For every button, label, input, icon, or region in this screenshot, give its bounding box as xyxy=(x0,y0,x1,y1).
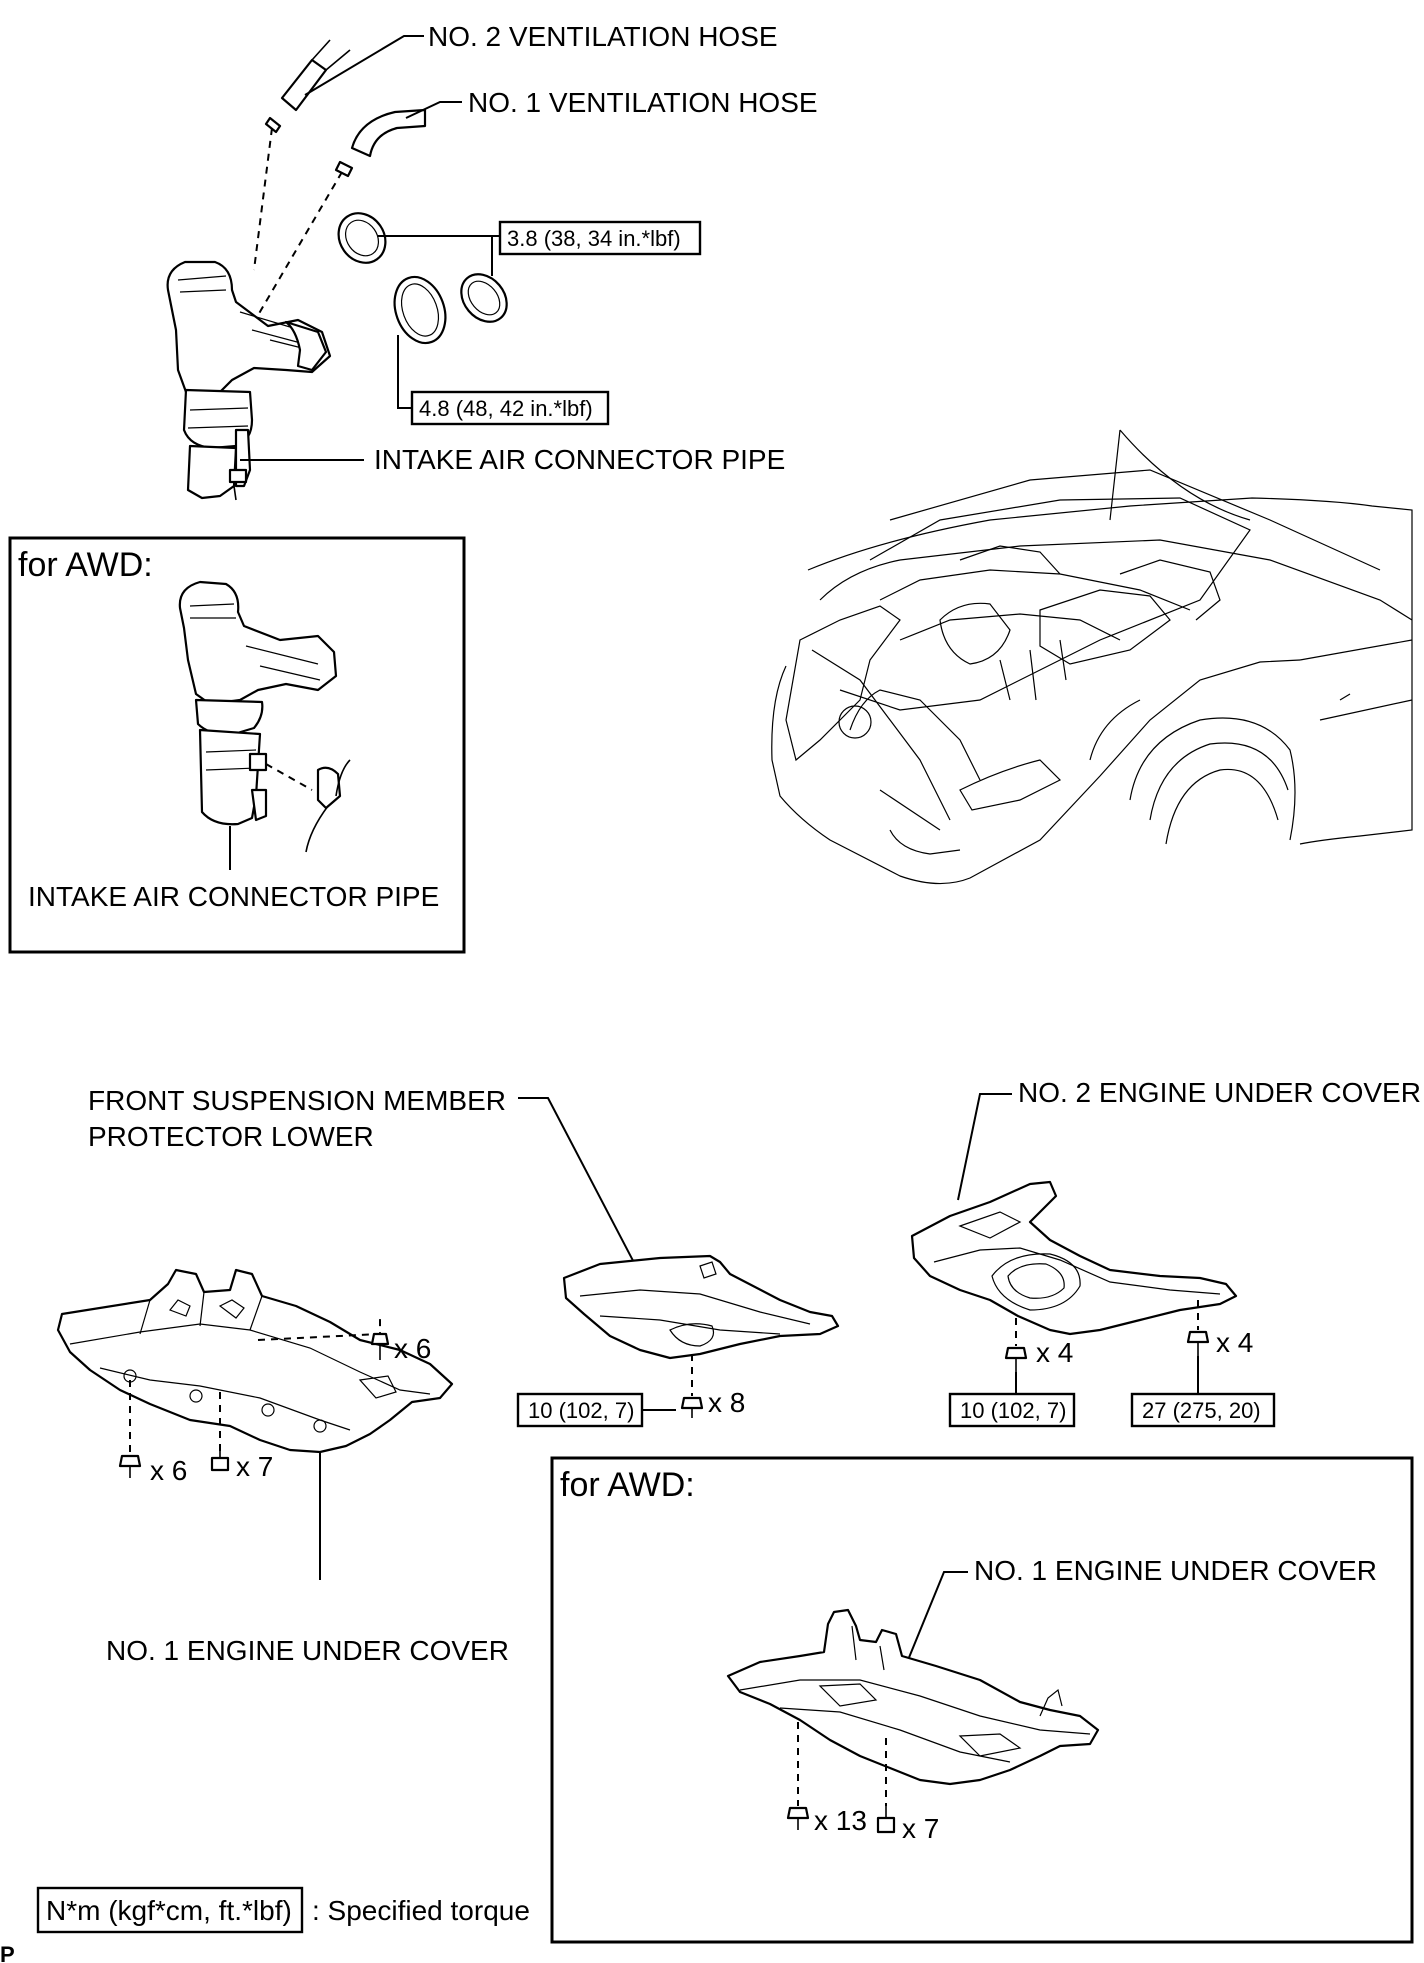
front-suspension-label-line2: PROTECTOR LOWER xyxy=(88,1121,374,1152)
bolt-icon xyxy=(1186,1330,1210,1356)
torque-box-protector xyxy=(516,1392,644,1428)
torque-box-clamp-large xyxy=(410,390,610,426)
clip-icon xyxy=(876,1806,896,1834)
bolt-icon xyxy=(680,1396,704,1418)
bolt-icon xyxy=(118,1454,142,1478)
awd-no1-engine-under-cover-leader xyxy=(907,1571,968,1661)
front-suspension-label-line1: FRONT SUSPENSION MEMBER xyxy=(88,1085,506,1116)
bolt-icon xyxy=(786,1806,810,1830)
awd-under-cover-frame xyxy=(550,1456,1414,1944)
no2-ventilation-hose-label: NO. 2 VENTILATION HOSE xyxy=(428,21,778,52)
no1-engine-under-cover xyxy=(56,1268,454,1456)
torque-no2-left: 10 (102, 7) xyxy=(960,1398,1066,1423)
awd-count-left: x 13 xyxy=(814,1805,867,1836)
no1-count-top-right: x 6 xyxy=(394,1333,431,1364)
intake-air-connector-pipe xyxy=(166,260,332,501)
awd-no1-engine-under-cover-label: NO. 1 ENGINE UNDER COVER xyxy=(974,1555,1377,1586)
no2-count-left: x 4 xyxy=(1036,1337,1073,1368)
torque-no2-right: 27 (275, 20) xyxy=(1142,1398,1261,1423)
torque-box-clamp-small xyxy=(498,220,702,256)
torque-clamp-small: 3.8 (38, 34 in.*lbf) xyxy=(507,226,681,251)
awd-count-right: x 7 xyxy=(902,1813,939,1844)
front-suspension-member-protector-lower xyxy=(562,1254,840,1396)
legend-torque-units: N*m (kgf*cm, ft.*lbf) xyxy=(46,1895,292,1926)
front-suspension-leader xyxy=(518,1097,641,1275)
awd-intake-air-connector-pipe-label: INTAKE AIR CONNECTOR PIPE xyxy=(28,881,439,912)
no1-ventilation-hose-leader xyxy=(405,101,462,119)
legend-torque-box xyxy=(36,1886,304,1934)
torque-clamp-large: 4.8 (48, 42 in.*lbf) xyxy=(419,396,593,421)
awd-intake-frame xyxy=(8,536,466,954)
bolt-icon xyxy=(1004,1346,1028,1372)
legend-specified-torque: : Specified torque xyxy=(312,1895,530,1926)
no1-count-bottom-mid: x 7 xyxy=(236,1451,273,1482)
no1-ventilation-hose xyxy=(253,108,427,323)
protector-count: x 8 xyxy=(708,1387,745,1418)
awd-intake-air-connector-pipe xyxy=(178,580,351,853)
torque-box-no2-right xyxy=(1130,1392,1276,1428)
awd-under-cover-title: for AWD: xyxy=(560,1466,695,1504)
corner-mark: P xyxy=(0,1942,15,1963)
hose-clamp-large xyxy=(393,275,447,345)
torque-protector: 10 (102, 7) xyxy=(528,1398,634,1423)
intake-air-connector-pipe-label: INTAKE AIR CONNECTOR PIPE xyxy=(374,444,785,475)
no1-engine-under-cover-label: NO. 1 ENGINE UNDER COVER xyxy=(106,1635,509,1666)
no2-ventilation-hose xyxy=(253,39,351,271)
clamp-small-leader xyxy=(378,235,500,276)
no2-engine-under-cover-leader xyxy=(957,1093,1012,1201)
no2-ventilation-hose-leader xyxy=(304,35,424,96)
no1-count-bottom-left: x 6 xyxy=(150,1455,187,1486)
awd-intake-title: for AWD: xyxy=(18,546,153,584)
no2-engine-under-cover-label: NO. 2 ENGINE UNDER COVER xyxy=(1018,1077,1421,1108)
clip-icon xyxy=(210,1446,230,1472)
hose-clamp-small xyxy=(337,212,508,323)
vehicle-front-illustration xyxy=(771,429,1413,885)
awd-no1-engine-under-cover xyxy=(726,1608,1100,1806)
bolt-icon xyxy=(370,1332,390,1360)
no1-ventilation-hose-label: NO. 1 VENTILATION HOSE xyxy=(468,87,818,118)
no2-count-right: x 4 xyxy=(1216,1327,1253,1358)
no2-engine-under-cover xyxy=(910,1180,1238,1346)
clamp-large-leader xyxy=(397,335,412,409)
torque-box-no2-left xyxy=(948,1392,1076,1428)
